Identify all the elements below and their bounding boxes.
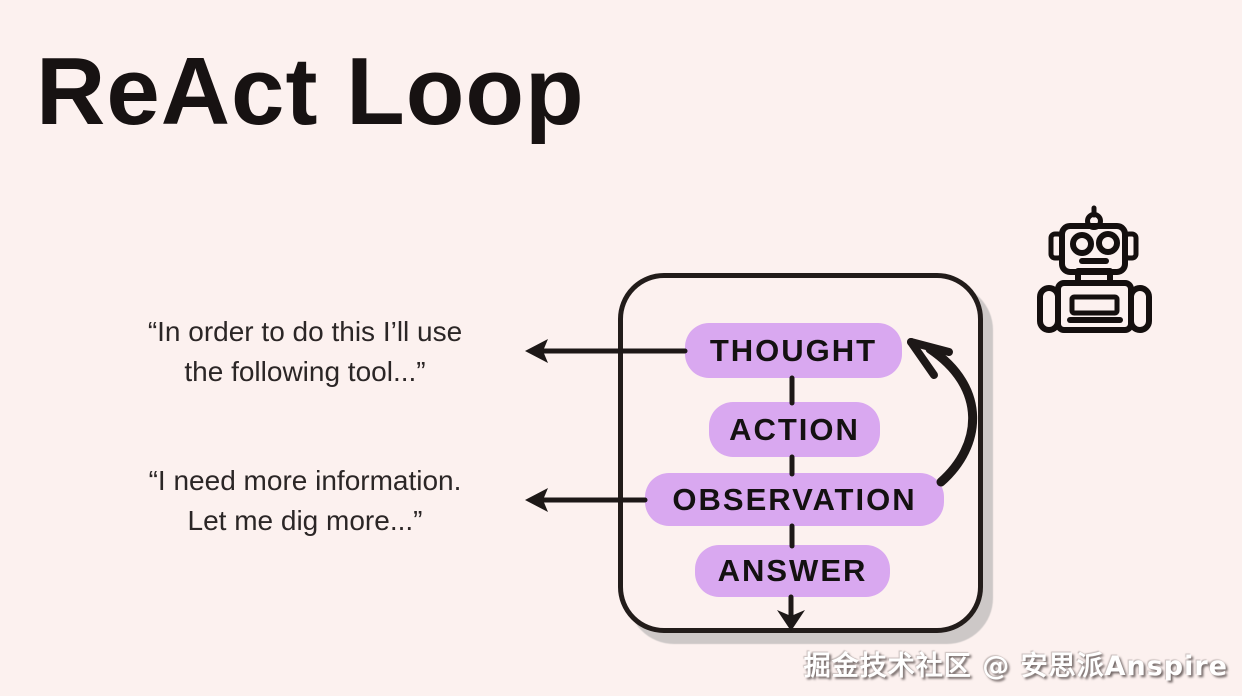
step-action: ACTION xyxy=(709,402,880,457)
observation-quote: “I need more information. Let me dig mor… xyxy=(55,461,555,541)
robot-eye-right xyxy=(1096,231,1120,255)
observation-quote-line1: “I need more information. xyxy=(148,465,462,496)
step-observation-label: OBSERVATION xyxy=(672,481,917,517)
robot-arm-right xyxy=(1128,285,1152,333)
step-observation: OBSERVATION xyxy=(645,473,944,526)
robot-ear-right xyxy=(1122,231,1139,261)
step-answer-label: ANSWER xyxy=(717,553,868,588)
robot-eye-left xyxy=(1070,232,1094,256)
step-answer: ANSWER xyxy=(695,545,890,597)
thought-quote: “In order to do this I’ll use the follow… xyxy=(55,312,555,392)
step-thought-label: THOUGHT xyxy=(709,332,878,368)
robot-ear-left xyxy=(1048,231,1065,261)
thought-quote-line1: “In order to do this I’ll use xyxy=(147,316,463,347)
page-title: ReAct Loop xyxy=(36,38,585,145)
thought-quote-line2: the following tool...” xyxy=(184,356,426,387)
robot-arm-left xyxy=(1037,285,1061,333)
robot-screen xyxy=(1069,294,1120,316)
step-action-label: ACTION xyxy=(729,411,860,447)
watermark: 掘金技术社区 @ 安思派Anspire xyxy=(803,651,1228,682)
step-thought: THOUGHT xyxy=(685,323,902,378)
robot-icon xyxy=(1037,205,1152,333)
observation-quote-line2: Let me dig more...” xyxy=(187,505,423,536)
